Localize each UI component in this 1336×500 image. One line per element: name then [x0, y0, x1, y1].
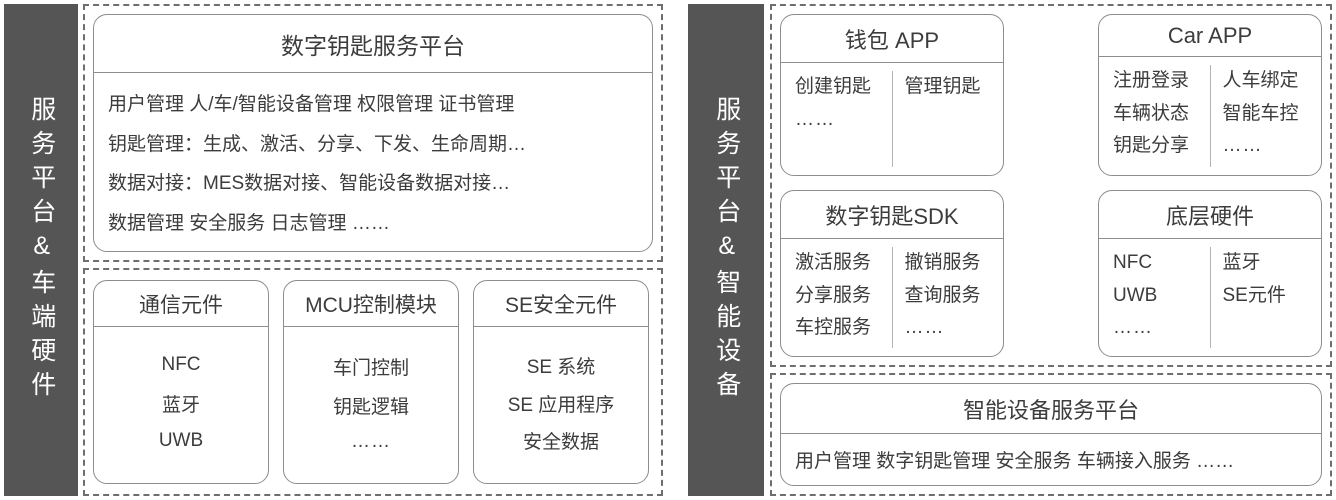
list-item: 蓝牙 — [161, 394, 200, 416]
list-item: 智能车控 — [1222, 102, 1299, 124]
two-column-list: 激活服务 分享服务 车控服务 撤销服务 查询服务 …… — [795, 247, 991, 348]
list-item: 安全数据 — [522, 432, 599, 454]
card-body: 用户管理 数字钥匙管理 安全服务 车辆接入服务 …… — [781, 434, 1321, 485]
column-left: NFC UWB …… — [1113, 247, 1210, 348]
right-rail: 服务平台&智能设备 — [688, 4, 764, 496]
card-title: MCU控制模块 — [284, 281, 458, 327]
card-body: 注册登录 车辆状态 钥匙分享 人车绑定 智能车控 …… — [1099, 57, 1321, 175]
column-right: 蓝牙 SE元件 — [1209, 247, 1310, 348]
card-title: 数字钥匙SDK — [781, 191, 1003, 239]
list-item: 激活服务 — [795, 252, 872, 273]
card-body: 车门控制 钥匙逻辑 …… — [284, 327, 458, 483]
feature-line: 数据管理 安全服务 日志管理 …… — [108, 212, 390, 234]
card-underlying-hardware[interactable]: 底层硬件 NFC UWB …… 蓝牙 SE元件 — [1098, 190, 1322, 357]
card-body: NFC 蓝牙 UWB — [94, 327, 268, 483]
right-rail-label: 服务平台&智能设备 — [712, 95, 741, 405]
card-title: 数字钥匙服务平台 — [94, 15, 652, 73]
list-item: 钥匙分享 — [1113, 135, 1190, 156]
feature-line: 钥匙管理：生成、激活、分享、下发、生命周期… — [108, 133, 527, 155]
list-item: 撤销服务 — [904, 252, 981, 273]
list-item: 钥匙逻辑 — [332, 397, 409, 418]
list-item: 创建钥匙 — [795, 76, 872, 97]
column-left: 注册登录 车辆状态 钥匙分享 — [1113, 65, 1210, 167]
card-title: 通信元件 — [94, 281, 268, 327]
card-title: SE安全元件 — [474, 281, 648, 327]
left-rail-label: 服务平台&车端硬件 — [27, 95, 56, 405]
list-item: 车门控制 — [332, 358, 409, 379]
list-item: …… — [1222, 135, 1263, 156]
list-item: 查询服务 — [904, 284, 981, 306]
list-item: …… — [904, 317, 945, 338]
card-body: SE 系统 SE 应用程序 安全数据 — [474, 327, 648, 483]
column-left: 激活服务 分享服务 车控服务 — [795, 247, 892, 348]
list-item: NFC — [1113, 252, 1153, 273]
card-car-app[interactable]: Car APP 注册登录 车辆状态 钥匙分享 人车绑定 智能车控 …… — [1098, 14, 1322, 176]
list-item: …… — [1113, 317, 1153, 338]
feature-line: 用户管理 数字钥匙管理 安全服务 车辆接入服务 …… — [795, 451, 1235, 472]
list-item: SE 系统 — [526, 356, 596, 378]
list-item: 车辆状态 — [1113, 102, 1190, 124]
card-digital-key-sdk[interactable]: 数字钥匙SDK 激活服务 分享服务 车控服务 撤销服务 查询服务 …… — [780, 190, 1004, 357]
item-list: NFC 蓝牙 UWB — [108, 337, 254, 473]
list-item: …… — [795, 108, 835, 130]
card-body: NFC UWB …… 蓝牙 SE元件 — [1099, 239, 1321, 356]
card-se-security-element[interactable]: SE安全元件 SE 系统 SE 应用程序 安全数据 — [473, 280, 649, 484]
list-item: 蓝牙 — [1222, 252, 1261, 273]
list-item: 分享服务 — [795, 284, 872, 306]
feature-line-list: 用户管理 人/车/智能设备管理 权限管理 证书管理 钥匙管理：生成、激活、分享、… — [108, 83, 638, 241]
list-item: 车控服务 — [795, 317, 872, 338]
two-column-list: NFC UWB …… 蓝牙 SE元件 — [1113, 247, 1309, 348]
left-rail: 服务平台&车端硬件 — [4, 4, 78, 496]
two-column-list: 创建钥匙 …… 管理钥匙 — [795, 71, 991, 167]
list-item: NFC — [161, 354, 201, 376]
two-column-list: 注册登录 车辆状态 钥匙分享 人车绑定 智能车控 …… — [1113, 65, 1309, 167]
list-item: SE 应用程序 — [507, 394, 615, 416]
column-right: 管理钥匙 — [891, 71, 992, 167]
list-item: UWB — [158, 429, 204, 451]
list-item: 注册登录 — [1113, 70, 1190, 91]
card-smart-device-service-platform[interactable]: 智能设备服务平台 用户管理 数字钥匙管理 安全服务 车辆接入服务 …… — [780, 383, 1322, 486]
column-right: 人车绑定 智能车控 …… — [1209, 65, 1310, 167]
card-communication-component[interactable]: 通信元件 NFC 蓝牙 UWB — [93, 280, 269, 484]
card-title: 底层硬件 — [1099, 191, 1321, 239]
feature-line: 数据对接：MES数据对接、智能设备数据对接… — [108, 173, 511, 195]
list-item: SE元件 — [1222, 284, 1286, 306]
list-item: UWB — [1113, 284, 1158, 306]
column-left: 创建钥匙 …… — [795, 71, 892, 167]
card-title: Car APP — [1099, 15, 1321, 57]
card-title: 智能设备服务平台 — [781, 384, 1321, 434]
column-right: 撤销服务 查询服务 …… — [891, 247, 992, 348]
card-digital-key-platform[interactable]: 数字钥匙服务平台 用户管理 人/车/智能设备管理 权限管理 证书管理 钥匙管理：… — [93, 14, 653, 252]
card-mcu-control-module[interactable]: MCU控制模块 车门控制 钥匙逻辑 …… — [283, 280, 459, 484]
card-wallet-app[interactable]: 钱包 APP 创建钥匙 …… 管理钥匙 — [780, 14, 1004, 176]
card-body: 激活服务 分享服务 车控服务 撤销服务 查询服务 …… — [781, 239, 1003, 356]
card-body: 用户管理 人/车/智能设备管理 权限管理 证书管理 钥匙管理：生成、激活、分享、… — [94, 73, 652, 251]
card-title: 钱包 APP — [781, 15, 1003, 63]
list-item: 人车绑定 — [1222, 70, 1299, 91]
list-item: 管理钥匙 — [904, 76, 981, 97]
item-list: 车门控制 钥匙逻辑 …… — [298, 337, 444, 473]
item-list: SE 系统 SE 应用程序 安全数据 — [488, 337, 634, 473]
feature-line: 用户管理 人/车/智能设备管理 权限管理 证书管理 — [108, 94, 515, 116]
list-item: …… — [351, 431, 391, 452]
card-body: 创建钥匙 …… 管理钥匙 — [781, 63, 1003, 175]
